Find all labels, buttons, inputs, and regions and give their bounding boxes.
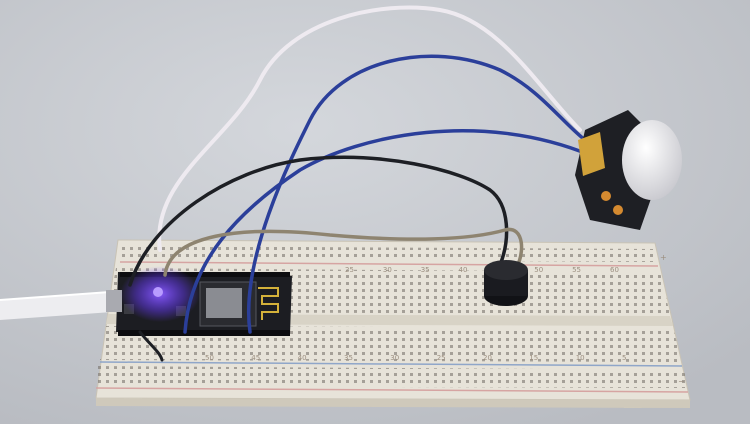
status-led [153,287,163,297]
pir-sensor [575,110,682,230]
rail-minus-mark: − [678,377,685,386]
usb-port [106,290,122,312]
sensor-pot-2 [613,205,623,215]
wire-white [157,5,582,252]
column-number: 25 [345,266,354,274]
pir-dome [622,120,682,200]
column-number: 25 [437,354,446,362]
breadboard-bottom-numbers: 50 45 40 35 30 25 20 15 10 5 [205,354,626,362]
column-number: 30 [390,354,399,362]
column-number: 50 [534,266,543,274]
potentiometer [484,260,528,306]
column-number: 20 [483,354,492,362]
rail-plus-mark: + [660,253,667,262]
column-number: 40 [298,354,307,362]
wire-black [128,155,509,287]
usb-cable [0,291,112,320]
wire-blue-2 [183,128,592,334]
sensor-pot-1 [601,191,611,201]
column-number: 55 [572,266,581,274]
column-number: 40 [459,266,468,274]
wire-blue-1 [247,54,587,334]
column-number: 35 [344,354,353,362]
wire-black-2 [138,330,164,362]
column-number: 10 [576,354,585,362]
antenna-trace [258,287,279,320]
column-number: 45 [251,354,260,362]
column-number: 60 [610,266,619,274]
jumper-wires [128,5,592,362]
column-number: 5 [622,354,626,362]
column-number: 30 [383,266,392,274]
column-number: 50 [205,354,214,362]
sensor-pins [578,132,605,176]
column-number: 35 [421,266,430,274]
column-number: 15 [529,354,538,362]
wire-tan [163,227,524,277]
